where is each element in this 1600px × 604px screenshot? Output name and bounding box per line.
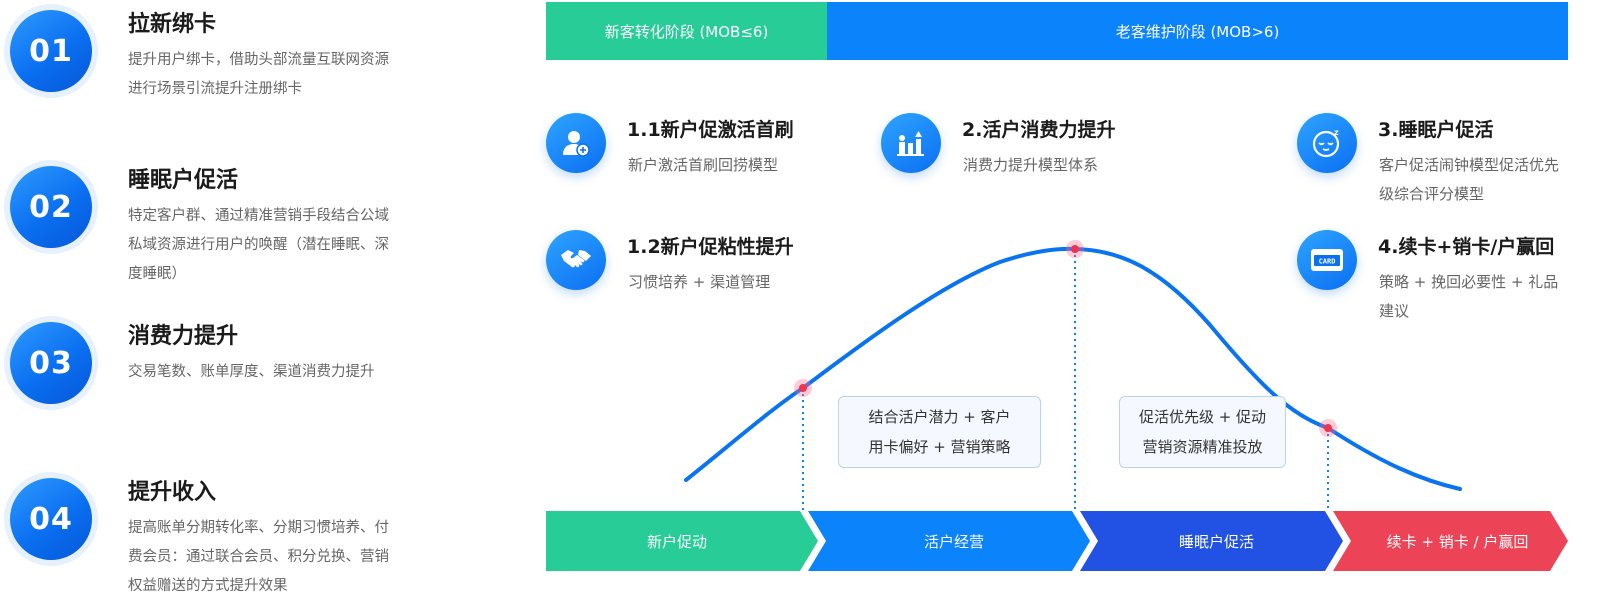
strategy-note-dormant: 促活优先级 + 促动营销资源精准投放 [1119, 396, 1286, 468]
step-02: 02 睡眠户促活 特定客户群、通过精准营销手段结合公域私域资源进行用户的唤醒（潜… [0, 158, 420, 308]
feature-title: 4.续卡+销卡/户赢回 [1378, 236, 1555, 258]
feature-description: 新户激活首刷回捞模型 [628, 156, 779, 174]
curve-marker-3 [1319, 419, 1337, 437]
feature-2: 2.活户消费力提升 消费力提升模型体系 [881, 113, 1211, 183]
stage-arrow-new: 新户促动 [546, 511, 818, 571]
curve-marker-1 [794, 379, 812, 397]
step-04: 04 提升收入 提高账单分期转化率、分期习惯培养、付费会员：通过联合会员、积分兑… [0, 470, 420, 604]
step-number: 03 [10, 322, 92, 404]
lifecycle-curve [684, 246, 1462, 491]
stage-arrow-dormant: 睡眠户促活 [1080, 511, 1343, 571]
step-description: 提升用户绑卡，借助头部流量互联网资源进行场景引流提升注册绑卡 [128, 52, 389, 97]
feature-description: 习惯培养 + 渠道管理 [628, 273, 771, 291]
feature-title: 2.活户消费力提升 [962, 119, 1116, 141]
feature-1-1: 1.1新户促激活首刷 新户激活首刷回捞模型 [546, 113, 866, 183]
step-03: 03 消费力提升 交易笔数、账单厚度、渠道消费力提升 [0, 314, 420, 464]
stage-arrow-renew: 续卡 + 销卡 / 户赢回 [1333, 511, 1568, 571]
strategy-note-active: 结合活户潜力 + 客户用卡偏好 + 营销策略 [838, 396, 1041, 468]
feature-title: 1.2新户促粘性提升 [627, 236, 794, 258]
phase-header-old: 老客维护阶段 (MOB>6) [827, 2, 1568, 60]
lifecycle-curve-diagram [684, 240, 1462, 511]
step-description: 特定客户群、通过精准营销手段结合公域私域资源进行用户的唤醒（潜在睡眠、深度睡眠） [128, 208, 389, 282]
step-number-badge: 04 [4, 472, 98, 566]
step-number: 02 [10, 166, 92, 248]
user-add-icon [546, 113, 606, 173]
step-title: 提升收入 [128, 480, 217, 505]
svg-text:z: z [1334, 128, 1339, 137]
feature-title: 3.睡眠户促活 [1378, 119, 1494, 141]
step-number: 01 [10, 10, 92, 92]
step-description: 交易笔数、账单厚度、渠道消费力提升 [128, 364, 375, 380]
step-description: 提高账单分期转化率、分期习惯培养、付费会员：通过联合会员、积分兑换、营销权益赠送… [128, 520, 389, 594]
phase-header-new: 新客转化阶段 (MOB≤6) [546, 2, 827, 60]
handshake-icon [546, 230, 606, 290]
step-title: 拉新绑卡 [128, 12, 217, 37]
step-title: 睡眠户促活 [128, 168, 239, 193]
step-number-badge: 02 [4, 160, 98, 254]
feature-4: CARD 4.续卡+销卡/户赢回 策略 + 挽回必要性 + 礼品建议 [1297, 230, 1587, 330]
sleeping-face-icon: z [1297, 113, 1357, 173]
step-title: 消费力提升 [128, 324, 239, 349]
step-01: 01 拉新绑卡 提升用户绑卡，借助头部流量互联网资源进行场景引流提升注册绑卡 [0, 2, 420, 152]
growth-chart-icon [881, 113, 941, 173]
feature-description: 策略 + 挽回必要性 + 礼品建议 [1379, 273, 1559, 320]
step-number-badge: 01 [4, 4, 98, 98]
card-icon-label: CARD [1319, 258, 1336, 266]
feature-3: z 3.睡眠户促活 客户促活闹钟模型促活优先级综合评分模型 [1297, 113, 1587, 213]
feature-description: 客户促活闹钟模型促活优先级综合评分模型 [1379, 156, 1560, 203]
stage-arrow-active: 活户经营 [808, 511, 1090, 571]
step-number-badge: 03 [4, 316, 98, 410]
card-icon: CARD [1297, 230, 1357, 290]
curve-marker-2 [1066, 240, 1084, 258]
feature-1-2: 1.2新户促粘性提升 习惯培养 + 渠道管理 [546, 230, 866, 300]
feature-description: 消费力提升模型体系 [963, 156, 1099, 174]
step-number: 04 [10, 478, 92, 560]
feature-title: 1.1新户促激活首刷 [627, 119, 794, 141]
